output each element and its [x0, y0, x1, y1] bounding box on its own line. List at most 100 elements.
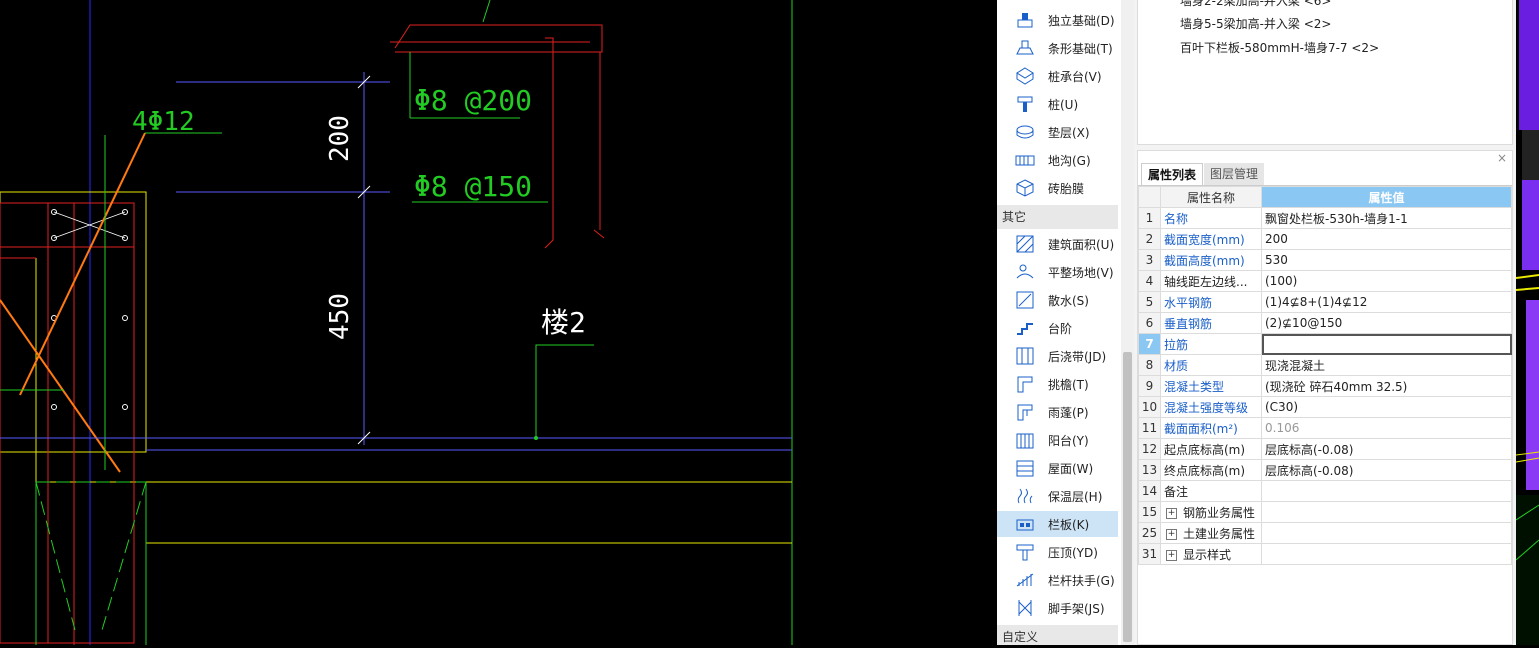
property-value[interactable]: 0.106 — [1261, 417, 1512, 439]
property-name: 显示样式 — [1183, 547, 1232, 562]
row-number: 2 — [1138, 228, 1161, 250]
tree-item[interactable]: 桩承台(V) — [997, 63, 1118, 89]
viewport-3d-edge[interactable] — [1515, 0, 1539, 645]
right-panel: 墙身2-2梁加高-并入梁 <6> 墙身5-5梁加高-并入梁 <2> 百叶下栏板-… — [1134, 0, 1516, 645]
expand-icon[interactable]: + — [1166, 528, 1177, 540]
component-list[interactable]: 墙身2-2梁加高-并入梁 <6> 墙身5-5梁加高-并入梁 <2> 百叶下栏板-… — [1137, 0, 1513, 145]
tree-item[interactable]: 垫层(X) — [997, 119, 1118, 145]
building-area-icon — [1015, 234, 1035, 254]
property-value[interactable]: (2)⊈10@150 — [1261, 312, 1512, 334]
tree-item-label: 地沟(G) — [1048, 153, 1091, 168]
property-value[interactable]: 530 — [1261, 249, 1512, 271]
property-row[interactable]: 15+钢筋业务属性 — [1138, 501, 1512, 523]
tree-item[interactable]: 阳台(Y) — [997, 427, 1118, 453]
tree-item[interactable]: 压顶(YD) — [997, 539, 1118, 565]
component-tree[interactable]: 独立基础(D) 条形基础(T) 桩承台(V)桩(U)垫层(X) 地沟(G) 砖胎膜 其它… — [997, 0, 1134, 645]
property-value[interactable]: 飘窗处栏板-530h-墙身1-1 — [1261, 207, 1512, 229]
tree-item[interactable]: 台阶 — [997, 315, 1118, 341]
tree-item[interactable]: 脚手架(JS) — [997, 595, 1118, 621]
pile-icon — [1015, 94, 1035, 114]
property-value[interactable]: (100) — [1261, 270, 1512, 292]
tree-item[interactable]: 栏板(K) — [997, 511, 1118, 537]
tree-scrollbar-thumb[interactable] — [1123, 352, 1132, 642]
list-item[interactable]: 百叶下栏板-580mmH-墙身7-7 <2> — [1180, 41, 1380, 55]
row-number: 14 — [1138, 480, 1161, 502]
tree-item[interactable]: 条形基础(T) — [997, 35, 1118, 61]
property-value[interactable]: 层底标高(-0.08) — [1261, 459, 1512, 481]
tree-item[interactable]: 保温层(H) — [997, 483, 1118, 509]
tree-group-other[interactable]: 其它 — [997, 205, 1118, 229]
apron-icon — [1015, 290, 1035, 310]
property-value[interactable]: 200 — [1261, 228, 1512, 250]
property-name: 名称 — [1164, 211, 1189, 226]
property-value[interactable] — [1261, 333, 1512, 355]
property-name: 钢筋业务属性 — [1183, 505, 1256, 520]
insulation-icon — [1015, 486, 1035, 506]
property-value[interactable] — [1261, 501, 1512, 523]
step-icon — [1015, 318, 1035, 338]
tree-item[interactable]: 栏杆扶手(G) — [997, 567, 1118, 593]
tree-item[interactable]: 挑檐(T) — [997, 371, 1118, 397]
list-item[interactable]: 墙身2-2梁加高-并入梁 <6> — [1180, 0, 1332, 8]
dimension-450: 450 — [325, 293, 355, 340]
property-value[interactable] — [1261, 480, 1512, 502]
expand-icon[interactable]: + — [1166, 507, 1177, 519]
property-row[interactable]: 31 + 显示样式 — [1138, 543, 1512, 565]
tree-item[interactable]: 雨蓬(P) — [997, 399, 1118, 425]
property-value[interactable]: (C30) — [1261, 396, 1512, 418]
property-row[interactable]: 25+土建业务属性 — [1138, 522, 1512, 544]
property-value[interactable] — [1261, 543, 1512, 565]
property-value[interactable]: (现浇砼 碎石40mm 32.5) — [1261, 375, 1512, 397]
tree-item[interactable]: 散水(S) — [997, 287, 1118, 313]
tree-item[interactable]: 独立基础(D) — [997, 7, 1118, 33]
tree-item[interactable]: 屋面(W) — [997, 455, 1118, 481]
tree-item[interactable]: 后浇带(JD) — [997, 343, 1118, 369]
tree-item[interactable]: 桩(U) — [997, 91, 1118, 117]
property-name: 垂直钢筋 — [1164, 316, 1213, 331]
cad-drawing[interactable]: 4Φ12 Φ8 @200 Φ8 @150 200 450 楼2 — [0, 0, 997, 645]
cad-canvas[interactable]: 4Φ12 Φ8 @200 Φ8 @150 200 450 楼2 — [0, 0, 997, 645]
property-value[interactable]: (1)4⊈8+(1)4⊈12 — [1261, 291, 1512, 313]
tree-item[interactable]: 地沟(G) — [997, 147, 1118, 173]
tree-item[interactable]: 建筑面积(U) — [997, 231, 1118, 257]
property-value[interactable]: 层底标高(-0.08) — [1261, 438, 1512, 460]
tree-group-custom[interactable]: 自定义 — [997, 625, 1118, 645]
rebar-label-main: 4Φ12 — [132, 107, 195, 137]
row-number: 9 — [1138, 375, 1161, 397]
property-name: 起点底标高(m) — [1164, 442, 1246, 457]
trench-icon — [1015, 150, 1035, 170]
tree-item[interactable]: 平整场地(V) — [997, 259, 1118, 285]
row-number: 31 — [1138, 543, 1161, 565]
tree-item[interactable]: 砖胎膜 — [997, 175, 1118, 201]
property-value[interactable] — [1261, 522, 1512, 544]
close-icon[interactable]: × — [1496, 151, 1507, 165]
row-number: 10 — [1138, 396, 1161, 418]
expand-icon[interactable]: + — [1166, 549, 1177, 561]
tab-layer-management[interactable]: 图层管理 — [1204, 163, 1265, 185]
row-number: 25 — [1138, 522, 1161, 544]
property-value[interactable]: 现浇混凝土 — [1261, 354, 1512, 376]
list-item[interactable]: 墙身5-5梁加高-并入梁 <2> — [1180, 17, 1332, 31]
property-name: 轴线距左边线... — [1164, 274, 1248, 289]
tab-property-list[interactable]: 属性列表 — [1141, 163, 1204, 186]
tree-item-label: 脚手架(JS) — [1048, 601, 1105, 616]
tree-scrollbar[interactable] — [1121, 0, 1134, 645]
tree-item-label: 条形基础(T) — [1048, 41, 1113, 56]
row-number: 6 — [1138, 312, 1161, 334]
parapet-icon — [1015, 514, 1035, 534]
